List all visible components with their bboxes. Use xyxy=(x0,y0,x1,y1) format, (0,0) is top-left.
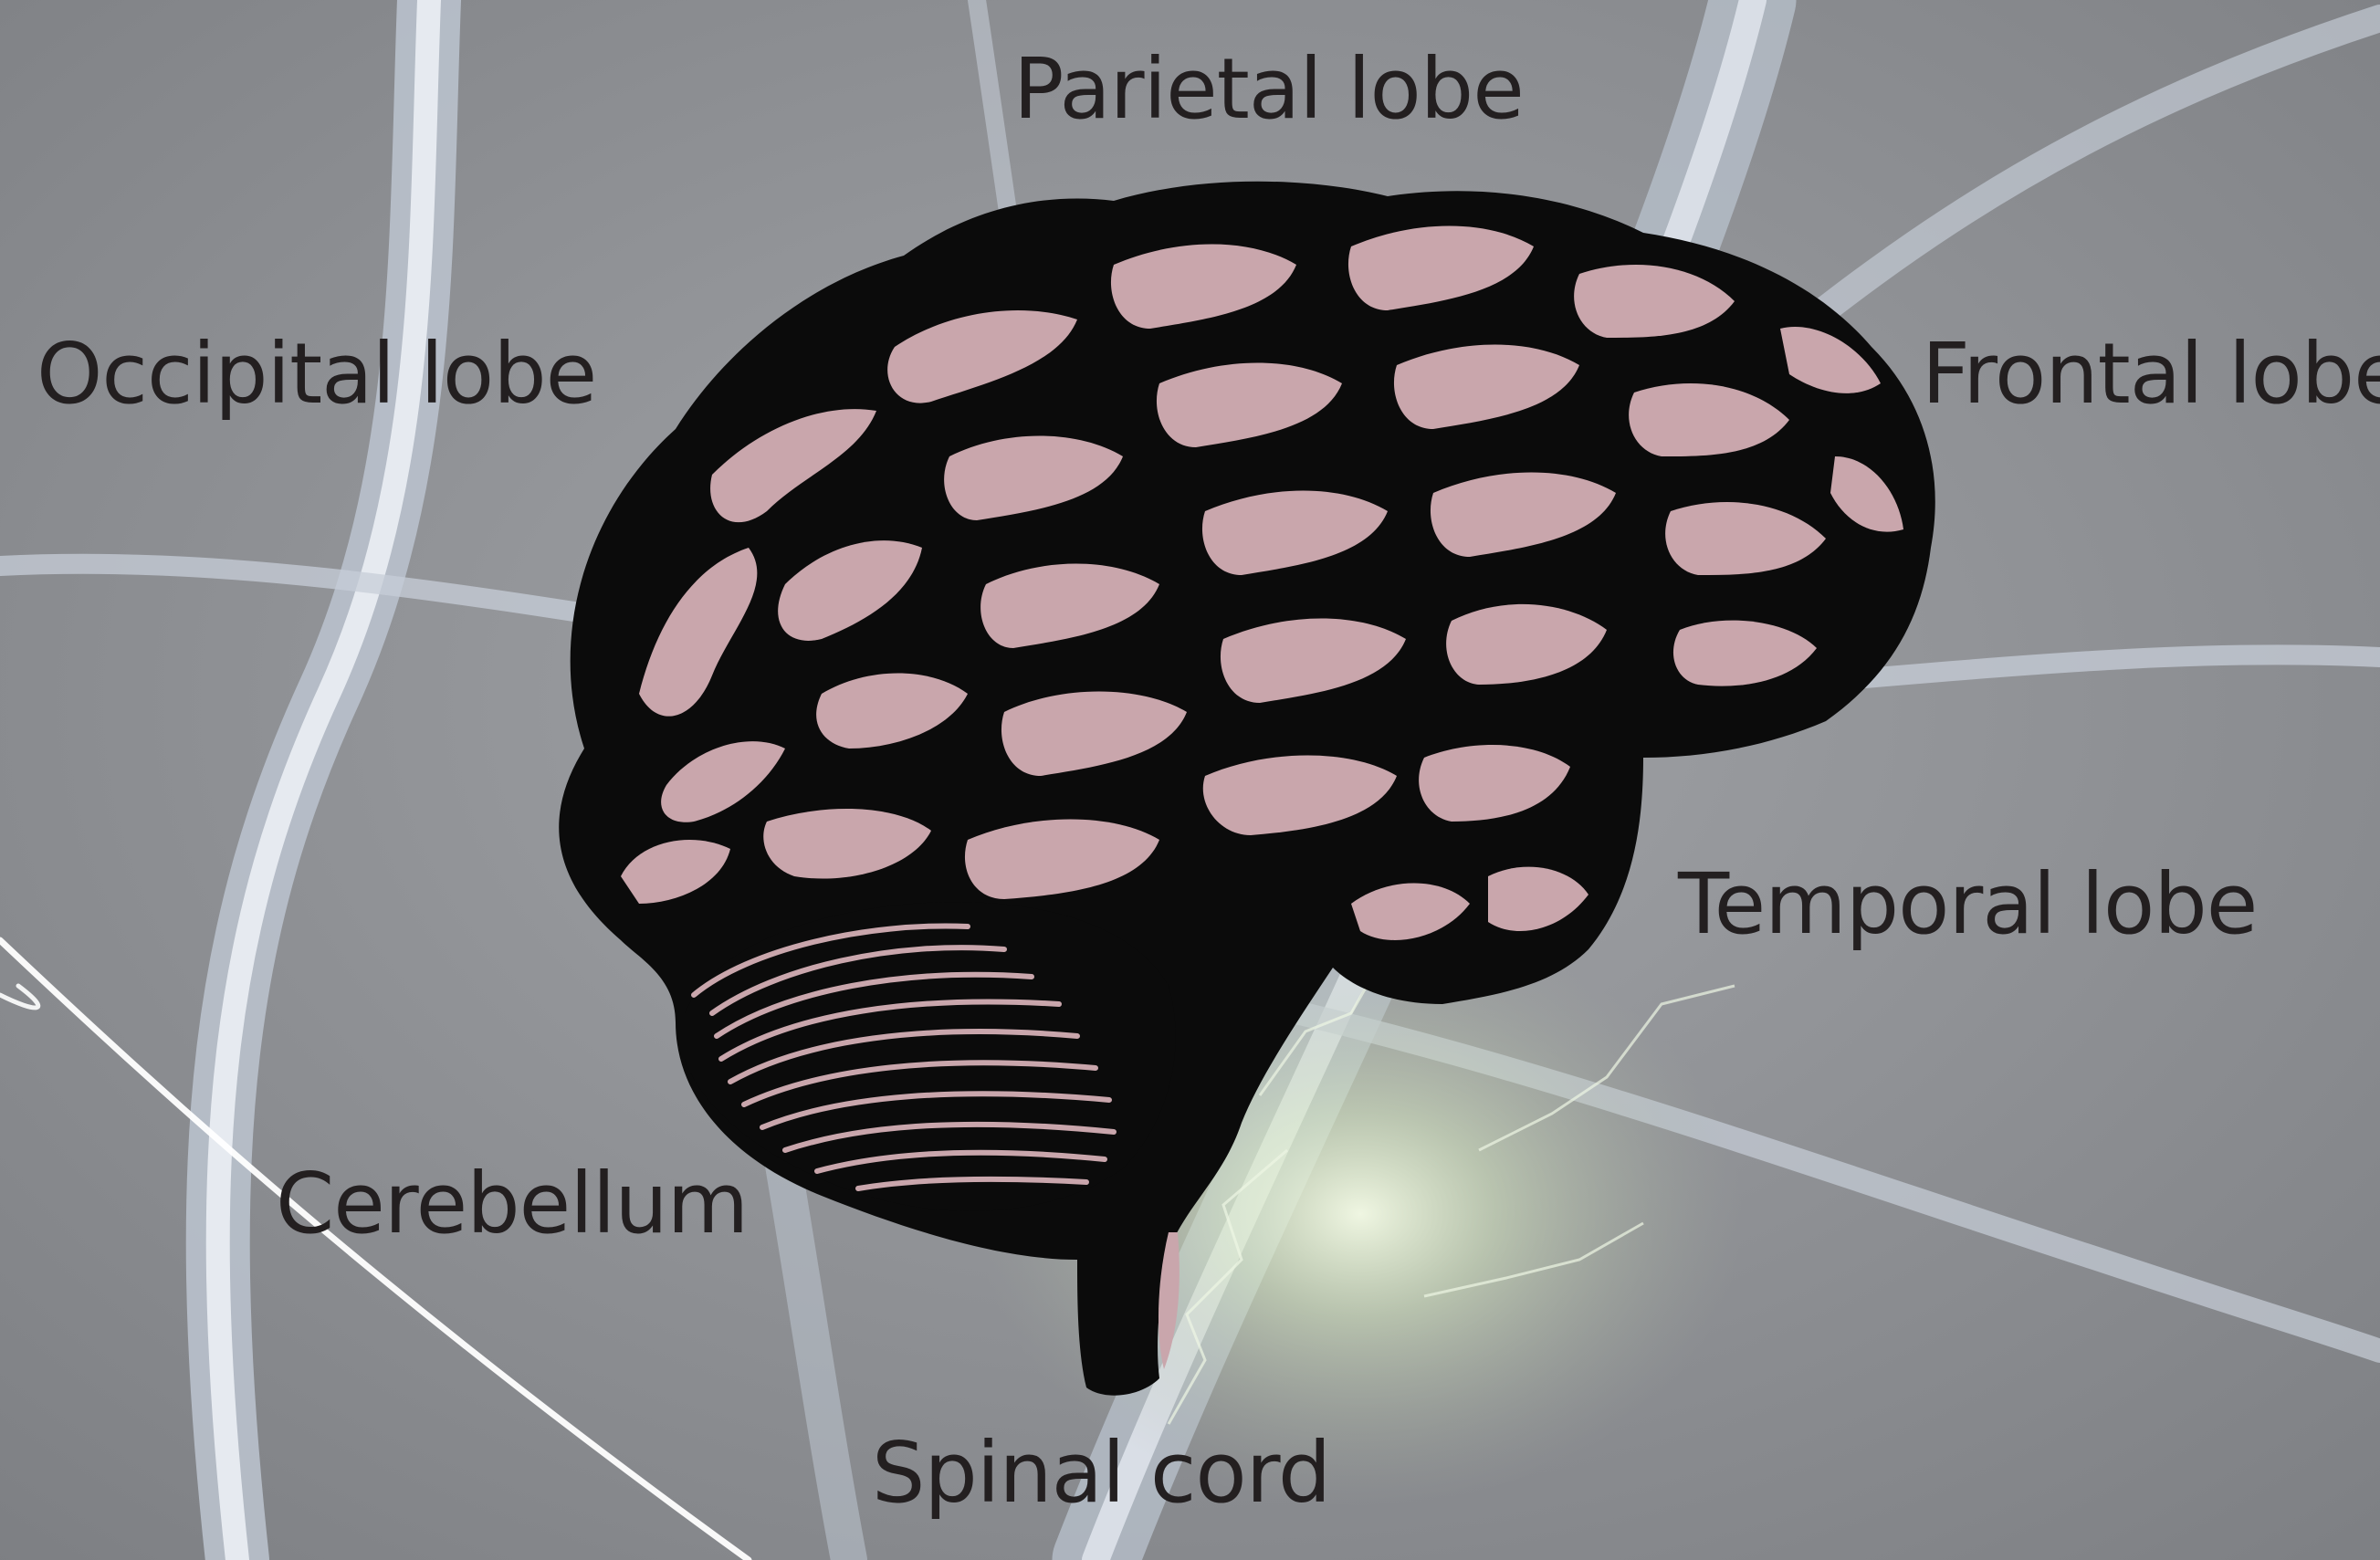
label-temporal-lobe: Temporal lobe xyxy=(1678,863,2257,947)
label-cerebellum: Cerebellum xyxy=(276,1162,748,1246)
label-spinal-cord: Spinal cord xyxy=(872,1431,1330,1515)
label-occipital-lobe: Occipital lobe xyxy=(37,332,596,416)
label-frontal-lobe: Frontal lobe xyxy=(1922,332,2380,416)
label-parietal-lobe: Parietal lobe xyxy=(1013,47,1524,131)
